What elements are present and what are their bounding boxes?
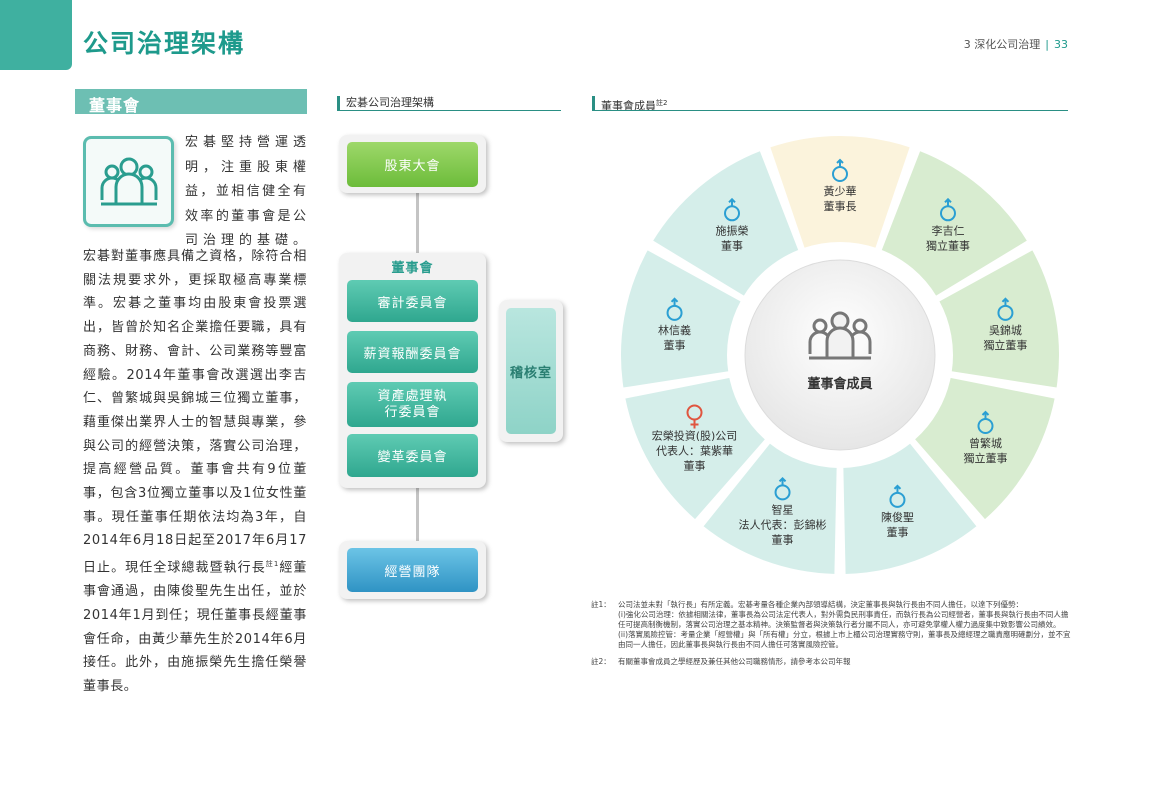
member-name: 林信義: [658, 323, 691, 337]
member-name: 陳俊聖: [881, 510, 914, 524]
board-members-label-text: 董事會成員: [601, 99, 656, 113]
male-symbol-icon: [997, 297, 1014, 321]
hub-label: 董事會成員: [807, 376, 872, 392]
management-box: 經營團隊: [347, 548, 478, 592]
org-chart-label: 宏碁公司治理架構: [337, 96, 434, 110]
segment-shape: [767, 134, 913, 251]
male-symbol-icon: [832, 158, 848, 182]
segment-shape: [936, 247, 1061, 390]
committee-box: 薪資報酬委員會: [347, 331, 478, 373]
member-title: 董事: [684, 460, 706, 473]
member-name: 施振榮: [716, 223, 749, 237]
footnote-ref-2: 註2: [656, 99, 668, 107]
board-title: 董事會: [391, 261, 434, 276]
segment-shape: [650, 148, 801, 299]
member-title: 董事: [886, 526, 908, 539]
member-representative: 代表人：葉紫華: [656, 444, 733, 458]
male-symbol-icon: [939, 197, 956, 222]
body-text-part1: 宏碁對董事應具備之資格，除符合相關法規要求外，更採取極高專業標準。宏碁之董事均由…: [83, 249, 307, 576]
member-title: 董事: [664, 339, 686, 352]
body-text-part2: 經董事會通過，由陳俊聖先生出任，並於2014年1月到任；現任董事長經董事會任命，…: [83, 560, 308, 694]
note-1-text: 公司法並未對「執行長」有所定義。宏碁考量各種企業內部領導結構，決定董事長與執行長…: [618, 600, 1023, 609]
segment-shape: [912, 375, 1057, 522]
committee-box: 資產處理執行委員會: [347, 382, 478, 427]
member-name: 曾繁城: [969, 436, 1002, 450]
member-name: 黃少華: [824, 185, 857, 198]
member-name: 智星: [772, 502, 794, 516]
segment-shape: [841, 440, 980, 576]
member-title: 董事長: [824, 200, 857, 213]
note-1: 註1： 公司法並未對「執行長」有所定義。宏碁考量各種企業內部領導結構，決定董事長…: [591, 600, 1071, 610]
intro-paragraph: 宏碁堅持營運透明，注重股東權益，並相信健全有效率的董事會是公司治理的基礎。: [185, 135, 307, 248]
board-members-label: 董事會成員註2: [592, 96, 668, 113]
note-1-label: 註1：: [591, 600, 611, 609]
note-1-point-i: (i)強化公司治理：依據相關法律，董事長為公司法定代表人，對外需負民刑事責任，而…: [618, 610, 1069, 629]
member-representative: 法人代表：彭錦彬: [739, 517, 827, 531]
board-members-rule: [592, 110, 1068, 111]
female-symbol-icon: [686, 404, 703, 429]
male-symbol-icon: [774, 476, 791, 501]
section-heading: 董事會: [75, 89, 307, 115]
board-wheel: 黃少華董事長李吉仁獨立董事吳錦城獨立董事曾繁城獨立董事陳俊聖董事智星法人代表：彭…: [619, 134, 1061, 576]
shareholders-box: 股東大會: [347, 142, 478, 187]
note-1-point-ii: (ii)落實風險控管：考量企業「經營權」與「所有權」分立，根據上市上櫃公司治理實…: [618, 630, 1071, 649]
note-2-label: 註2：: [591, 657, 611, 666]
male-symbol-icon: [977, 410, 994, 434]
connector-line: [416, 488, 419, 550]
note-2: 註2： 有關董事會成員之學經歷及兼任其他公司職務情形，請參考本公司年報: [591, 657, 1071, 667]
committee-box: 審計委員會: [347, 280, 478, 322]
member-title: 獨立董事: [983, 338, 1027, 352]
male-symbol-icon: [889, 484, 906, 508]
segment-shape: [623, 375, 768, 522]
member-title: 董事: [721, 239, 743, 252]
committee-box: 變革委員會: [347, 434, 478, 477]
member-name: 李吉仁: [931, 223, 964, 237]
chapter-label: 3 深化公司治理: [963, 38, 1041, 51]
male-symbol-icon: [666, 297, 683, 321]
connector-line: [416, 190, 419, 255]
people-group-icon: [100, 157, 157, 205]
segment-shape: [879, 148, 1030, 299]
member-title: 獨立董事: [963, 451, 1007, 465]
page-header-info: 3 深化公司治理 | 33: [964, 36, 1068, 52]
member-name: 宏榮投資(股)公司: [652, 429, 738, 443]
body-paragraph: 宏碁對董事應具備之資格，除符合相關法規要求外，更採取極高專業標準。宏碁之董事均由…: [83, 245, 307, 699]
segment-shape: [619, 247, 744, 390]
member-name: 吳錦城: [989, 323, 1022, 337]
footnote-ref-1: 註1: [265, 560, 279, 569]
male-symbol-icon: [724, 197, 741, 222]
segment-shape: [700, 440, 839, 576]
board-icon-box: [83, 136, 174, 227]
member-title: 董事: [772, 533, 794, 546]
corner-tab: [0, 0, 72, 70]
note-2-text: 有關董事會成員之學經歷及兼任其他公司職務情形，請參考本公司年報: [618, 657, 851, 666]
member-title: 獨立董事: [926, 238, 970, 252]
page-number: 33: [1054, 38, 1068, 51]
header-separator: |: [1045, 38, 1049, 51]
org-chart-rule: [337, 110, 561, 111]
footnotes: 註1： 公司法並未對「執行長」有所定義。宏碁考量各種企業內部領導結構，決定董事長…: [591, 600, 1071, 667]
page-title: 公司治理架構: [83, 29, 246, 58]
board-members-icon: [808, 311, 872, 360]
audit-office-box: 稽核室: [506, 308, 556, 434]
